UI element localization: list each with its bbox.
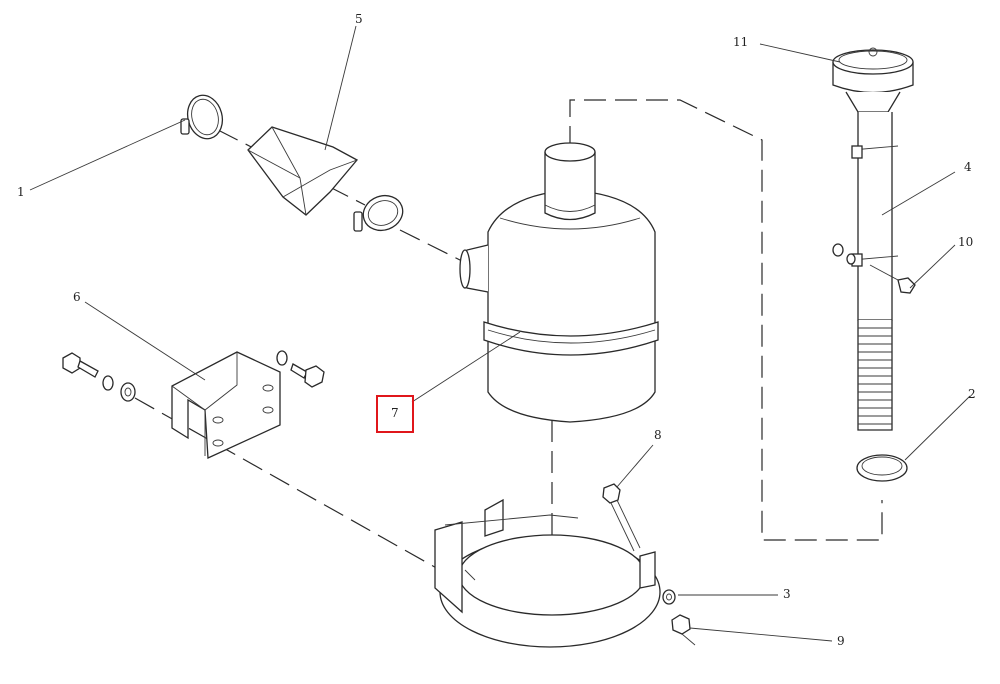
callout-11[interactable]: 11 — [733, 35, 749, 49]
air-filter-housing-7 — [459, 142, 659, 423]
large-clamp-band — [434, 498, 661, 648]
hose-clamp-1b — [353, 194, 404, 232]
callout-5[interactable]: 5 — [355, 12, 363, 26]
bolt-set-right — [276, 350, 325, 388]
callout-8[interactable]: 8 — [654, 428, 662, 442]
leader-lines — [29, 25, 971, 642]
callout-2[interactable]: 2 — [968, 387, 976, 401]
callout-7[interactable]: 7 — [391, 406, 399, 420]
callout-9[interactable]: 9 — [837, 634, 845, 648]
bolt-8 — [602, 483, 641, 552]
hose-clamp-2 — [856, 454, 908, 482]
flex-bellows — [857, 320, 893, 431]
intake-pipe-4 — [851, 112, 899, 321]
callout-7-highlight-box — [376, 395, 414, 433]
callout-6[interactable]: 6 — [73, 290, 81, 304]
pre-cleaner-cap-11 — [832, 47, 914, 113]
hose-clamp-1 — [180, 94, 224, 140]
washer-3 — [662, 589, 676, 605]
mounting-bracket-6 — [171, 351, 281, 459]
bolt-set-10 — [832, 243, 916, 294]
callout-3[interactable]: 3 — [783, 587, 791, 601]
nut-9 — [671, 614, 696, 646]
hose-sleeve-5 — [247, 126, 359, 216]
callout-1[interactable]: 1 — [17, 185, 25, 199]
bolt-set-left — [62, 352, 136, 402]
callout-10[interactable]: 10 — [958, 235, 974, 249]
callout-4[interactable]: 4 — [964, 160, 972, 174]
